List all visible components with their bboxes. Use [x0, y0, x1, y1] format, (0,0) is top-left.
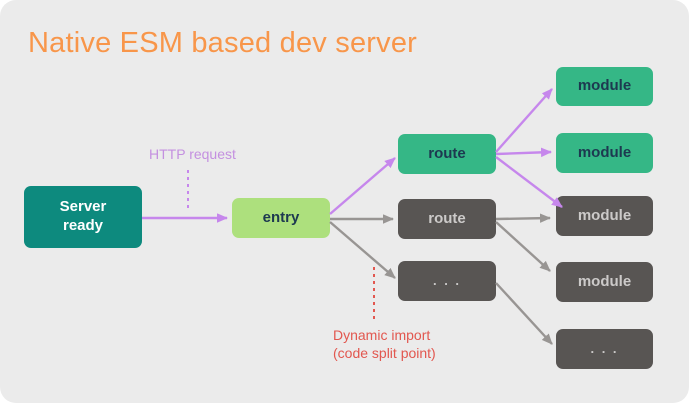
node-more-right: . . . — [556, 329, 653, 369]
node-module-4: module — [556, 262, 653, 302]
arrow-entry-to-more-left — [329, 221, 396, 279]
node-entry: entry — [232, 198, 330, 238]
http-request-label: HTTP request — [149, 146, 236, 162]
diagram-title: Native ESM based dev server — [28, 27, 418, 59]
arrow-route-top-to-module-3 — [495, 156, 563, 208]
arrow-route-top-to-module-2 — [495, 147, 552, 158]
node-route-top: route — [398, 134, 496, 174]
node-module-3: module — [556, 196, 653, 236]
arrow-route-top-to-module-1 — [495, 88, 553, 153]
node-module-2: module — [556, 133, 653, 173]
node-route-mid: route — [398, 199, 496, 239]
arrow-route-mid-to-module-4 — [495, 221, 551, 272]
arrow-more-left-to-more-right — [495, 282, 553, 345]
node-module-1: module — [556, 67, 653, 106]
node-more-left: . . . — [398, 261, 496, 301]
arrow-route-mid-to-module-3 — [495, 213, 551, 223]
dynamic-import-label: Dynamic import (code split point) — [333, 327, 436, 362]
arrow-entry-to-route-top — [329, 157, 396, 215]
node-server-ready: Server ready — [24, 186, 142, 248]
